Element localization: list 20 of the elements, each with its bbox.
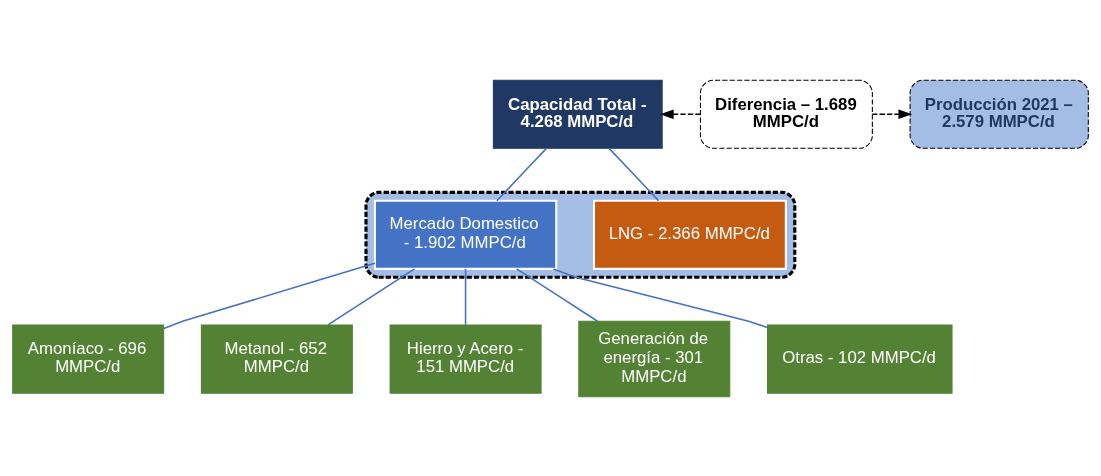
node-box: Hierro y Acero - 151 MMPC/d [389,323,542,394]
node-box: Producción 2021 – 2.579 MMPC/d [909,79,1089,149]
connector [608,147,660,201]
connector [552,267,769,328]
connector [496,147,547,201]
node-box: Generación de energía - 301 MMPC/d [578,320,731,397]
node-box: Amoníaco - 696 MMPC/d [12,323,165,394]
arrow [871,109,913,119]
node-box: Metanol - 652 MMPC/d [200,323,353,394]
node-box: Otras - 102 MMPC/d [767,323,953,394]
arrow [660,109,702,119]
node-box: LNG - 2.366 MMPC/d [592,199,787,270]
connector [464,267,467,326]
connector [163,261,376,329]
connector [327,267,416,326]
cluster [364,190,797,279]
node-box: Mercado Domestico - 1.902 MMPC/d [373,199,558,270]
connector [515,267,599,322]
node-box: Capacidad Total - 4.268 MMPC/d [492,79,663,149]
node-box: Diferencia – 1.689 MMPC/d [699,79,873,149]
